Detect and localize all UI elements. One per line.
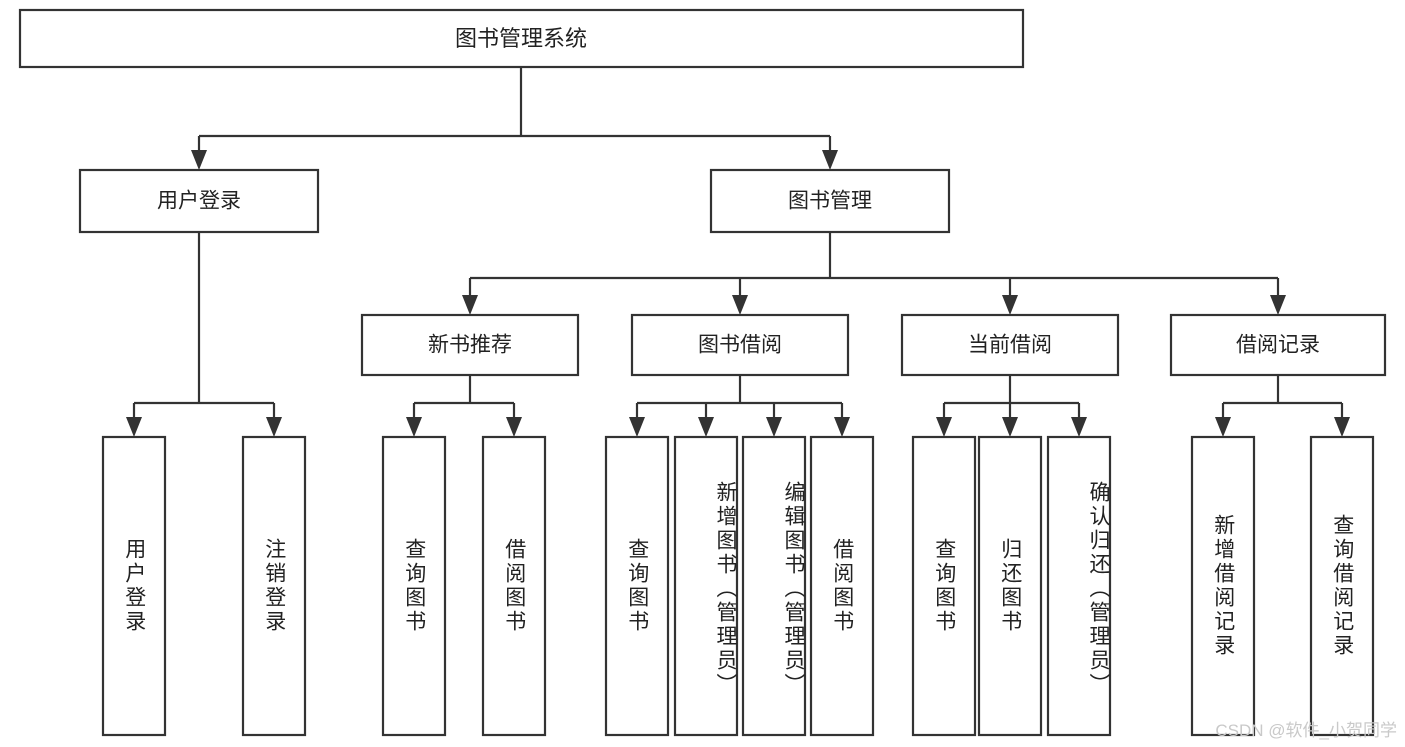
leaf-box-user-login-1[interactable] (101, 435, 167, 737)
leaf-box-bookborrow-2[interactable] (673, 435, 739, 737)
leaf-box-currentborrow-1[interactable] (911, 435, 977, 737)
leaf-box-user-login-2[interactable] (241, 435, 307, 737)
node-new-book-recommend[interactable]: 新书推荐 (360, 313, 580, 377)
csdn-watermark: CSDN @软件_小贺同学 (1215, 721, 1397, 740)
connector-bookborrow-to-leaves (629, 375, 850, 437)
connector-currentborrow-to-leaves (936, 375, 1087, 437)
node-book-borrow-label: 图书借阅 (698, 334, 782, 357)
node-book-borrow[interactable]: 图书借阅 (630, 313, 850, 377)
leaf-box-newbook-1[interactable] (381, 435, 447, 737)
node-current-borrow-label: 当前借阅 (968, 334, 1052, 357)
leaf-box-currentborrow-3[interactable] (1046, 435, 1112, 737)
connector-userlogin-to-leaves (126, 232, 282, 437)
leaf-box-borrowrecord-2[interactable] (1309, 435, 1375, 737)
node-root-label: 图书管理系统 (455, 26, 587, 51)
node-new-book-recommend-label: 新书推荐 (428, 334, 512, 357)
leaf-box-bookborrow-3[interactable] (741, 435, 807, 737)
node-root-book-management-system[interactable]: 图书管理系统 (18, 8, 1025, 69)
leaf-box-newbook-2[interactable] (481, 435, 547, 737)
leaf-box-currentborrow-2[interactable] (977, 435, 1043, 737)
connector-newbook-to-leaves (406, 375, 522, 437)
node-borrow-record[interactable]: 借阅记录 (1169, 313, 1387, 377)
leaf-box-borrowrecord-1[interactable] (1190, 435, 1256, 737)
node-borrow-record-label: 借阅记录 (1236, 334, 1320, 357)
node-user-login[interactable]: 用户登录 (78, 168, 320, 234)
node-user-login-label: 用户登录 (157, 190, 241, 213)
connector-bookmgmt-to-level3 (462, 232, 1286, 315)
leaf-box-bookborrow-4[interactable] (809, 435, 875, 737)
node-book-management[interactable]: 图书管理 (709, 168, 951, 234)
node-book-management-label: 图书管理 (788, 190, 872, 213)
node-current-borrow[interactable]: 当前借阅 (900, 313, 1120, 377)
connector-borrowrecord-to-leaves (1215, 375, 1350, 437)
leaf-box-bookborrow-1[interactable] (604, 435, 670, 737)
connector-root-to-level2 (191, 67, 838, 170)
